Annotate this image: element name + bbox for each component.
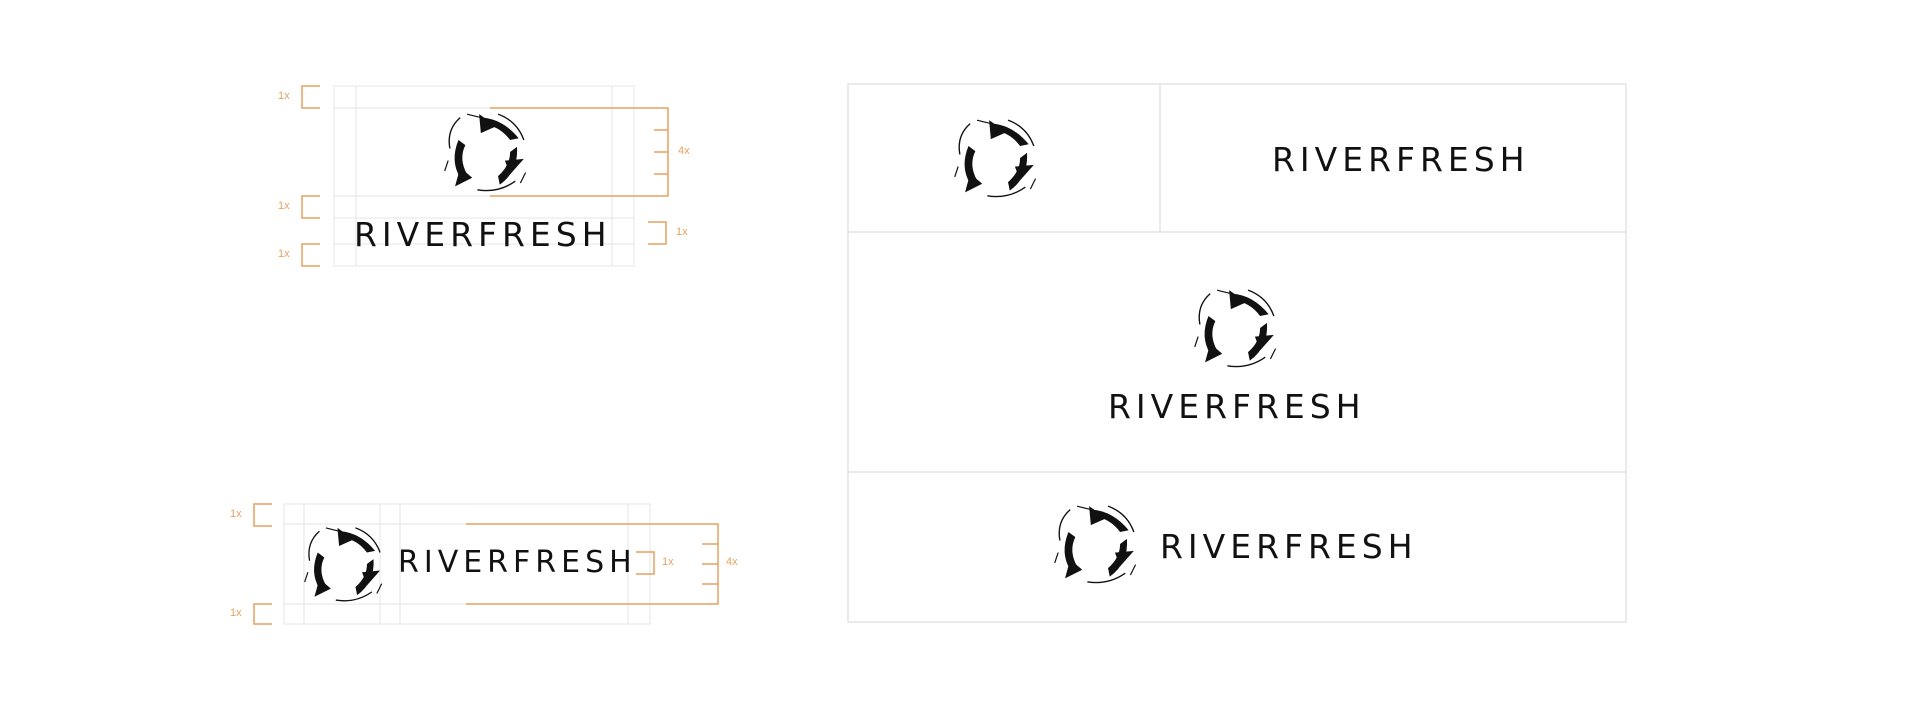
logo-horizontal-guide-icon xyxy=(303,527,383,602)
wordmark-stacked-guide: RIVERFRESH xyxy=(354,215,612,254)
clearspace-label-top: 1x xyxy=(278,90,290,102)
logo-horizontal-icon xyxy=(1054,505,1137,584)
clearspace-label-icon-height: 4x xyxy=(678,145,690,157)
clearspace-label-bottom: 1x xyxy=(278,248,290,260)
wordmark-horizontal-guide: RIVERFRESH xyxy=(398,545,637,580)
clearspace-label-h-icon: 4x xyxy=(726,556,738,568)
wordmark-stacked: RIVERFRESH xyxy=(1108,387,1366,426)
clearspace-label-right: 1x xyxy=(676,226,688,238)
wordmark-only: RIVERFRESH xyxy=(1272,140,1530,179)
wordmark-horizontal: RIVERFRESH xyxy=(1160,527,1418,566)
clearspace-label-h-bottom: 1x xyxy=(230,607,242,619)
clearspace-label-h-gap: 1x xyxy=(662,556,674,568)
clearspace-label-h-top: 1x xyxy=(230,508,242,520)
logo-icon-only xyxy=(954,119,1037,198)
clearspace-label-mid: 1x xyxy=(278,200,290,212)
logo-stacked-guide-icon xyxy=(444,113,527,192)
logo-stacked-icon xyxy=(1194,289,1277,368)
